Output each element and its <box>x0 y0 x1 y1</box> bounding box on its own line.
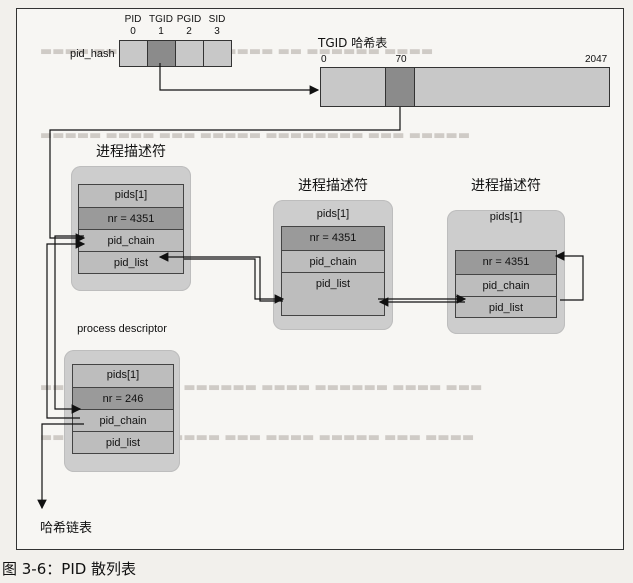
pids-label: pids[1] <box>316 208 350 220</box>
col-label-sid: SID <box>208 14 226 25</box>
hash-chain-label: 哈希链表 <box>40 521 93 536</box>
bleed-through-text: ▬▬▬▬▬ ▬▬▬▬ ▬▬▬ ▬▬▬▬▬ ▬▬▬▬▬▬▬▬ ▬▬▬ ▬▬▬▬▬ <box>40 128 471 143</box>
col-index-0: 0 <box>130 26 136 37</box>
pid-list-field: pid_list <box>456 296 556 318</box>
arrow-slot-to-chain <box>49 107 401 243</box>
process-descriptor-b: 进程描述符 pids[1] nr = 4351 pid_chain pid_li… <box>273 178 393 330</box>
process-descriptor-title: 进程描述符 <box>471 178 541 194</box>
col-label-pgid: PGID <box>176 14 202 25</box>
process-descriptor-title: 进程描述符 <box>298 178 368 194</box>
nr-field: nr = 4351 <box>282 227 384 250</box>
pids-struct: nr = 4351 pid_chain pid_list <box>455 250 557 318</box>
pids-struct: nr = 4351 pid_chain pid_list <box>281 226 385 316</box>
col-index-2: 2 <box>186 26 192 37</box>
pid-hash-cell-pgid <box>175 40 204 67</box>
process-descriptor-title: process descriptor <box>77 323 167 335</box>
process-descriptor-d: process descriptor pids[1] nr = 246 pid_… <box>64 323 180 472</box>
pids-label: pids[1] <box>106 369 140 381</box>
arrow-chain-a-to-d <box>54 235 84 414</box>
tgid-index-start: 0 <box>321 54 327 65</box>
pid-chain-field: pid_chain <box>456 274 556 296</box>
col-index-1: 1 <box>158 26 164 37</box>
pid-hash-label: pid_hash <box>70 48 115 60</box>
arrow-list-b-to-a <box>158 252 283 302</box>
arrow-list-a-to-b <box>184 258 285 304</box>
arrow-chain-d-to-a <box>46 239 86 419</box>
nr-field: nr = 4351 <box>79 207 183 229</box>
col-label-pid: PID <box>124 14 142 25</box>
pid-list-field: pid_list <box>79 251 183 273</box>
nr-field: nr = 4351 <box>456 251 556 274</box>
pid-chain-field: pid_chain <box>79 229 183 251</box>
process-descriptor-c: 进程描述符 pids[1] nr = 4351 pid_chain pid_li… <box>447 178 565 334</box>
process-descriptor-a: 进程描述符 pids[1] nr = 4351 pid_chain pid_li… <box>71 144 191 291</box>
tgid-index-end: 2047 <box>585 54 608 65</box>
tgid-index-mid: 70 <box>395 54 407 65</box>
process-descriptor-title: 进程描述符 <box>96 144 166 160</box>
col-index-3: 3 <box>214 26 220 37</box>
tgid-table-right <box>414 67 610 107</box>
arrow-tgid-to-table <box>159 63 320 95</box>
figure-caption: 图 3-6：PID 散列表 <box>2 560 137 578</box>
pid-list-field: pid_list <box>73 431 173 453</box>
pid-chain-field: pid_chain <box>282 250 384 272</box>
arrow-chain-to-label <box>37 423 84 510</box>
pids-struct: pids[1] nr = 246 pid_chain pid_list <box>72 364 174 454</box>
pids-label: pids[1] <box>489 211 523 223</box>
pids-struct: pids[1] nr = 4351 pid_chain pid_list <box>78 184 184 274</box>
nr-field: nr = 246 <box>73 387 173 409</box>
pid-chain-field: pid_chain <box>73 409 173 431</box>
tgid-table-title: TGID 哈希表 <box>318 36 388 50</box>
pid-list-field: pid_list <box>282 272 384 294</box>
col-label-tgid: TGID <box>149 14 173 25</box>
pids-label: pids[1] <box>114 189 148 201</box>
arrow-list-c-wrap <box>554 251 584 301</box>
pid-hash-cell-sid <box>203 40 232 67</box>
